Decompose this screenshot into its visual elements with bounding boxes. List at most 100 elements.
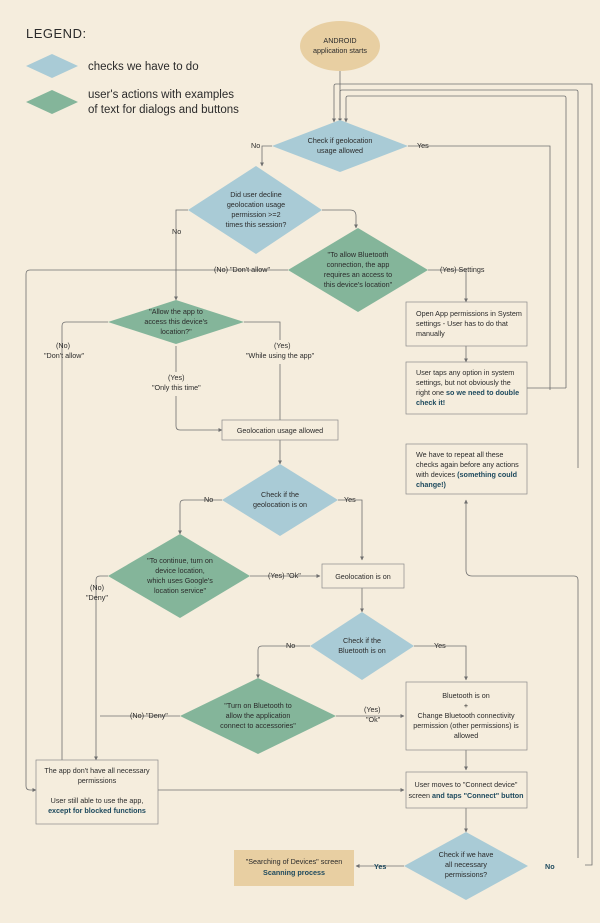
- check-geo-allowed-line-2: usage allowed: [317, 146, 363, 155]
- geo-on-text: Geolocation is on: [335, 572, 391, 581]
- check-geo-on-line-2: geolocation is on: [253, 500, 307, 509]
- connectors: [25, 70, 593, 868]
- searching-bold: Scanning process: [263, 868, 325, 877]
- did-decline-line-3: permission >=2: [231, 210, 280, 219]
- label-no-all-perms: No: [545, 862, 555, 871]
- open-permissions-line-3: manually: [416, 329, 445, 338]
- user-taps-bold-2: check it!: [416, 398, 445, 407]
- to-allow-bt-line-3: requires an access to: [324, 270, 392, 279]
- label-no-dont-allow: (No) "Don't allow": [214, 265, 270, 274]
- check-geo-on-line-1: Check if the: [261, 490, 299, 499]
- svg-text:screen and taps "Connect" butt: screen and taps "Connect" button: [408, 791, 523, 800]
- repeat-checks-line-3: with devices: [415, 470, 456, 479]
- searching-line-1: "Searching of Devices" screen: [246, 857, 343, 866]
- svg-text:right one so we need to double: right one so we need to double: [416, 388, 519, 397]
- action-allow-app: "Allow the app to access this device's l…: [108, 300, 244, 344]
- user-taps-line-1: User taps any option in system: [416, 368, 514, 377]
- user-taps-bold: so we need to double: [446, 388, 519, 397]
- label-yes-bt: (Yes): [364, 705, 381, 714]
- check-all-perms-line-1: Check if we have: [439, 850, 494, 859]
- geolocation-on-box: Geolocation is on: [321, 563, 405, 589]
- no-permissions-line-2: permissions: [78, 776, 117, 785]
- edge-labels: No Yes No (No) "Don't allow" (Yes) Setti…: [44, 141, 555, 871]
- allow-app-line-3: location?": [160, 327, 192, 336]
- bt-on-line-1: Bluetooth is on: [442, 691, 490, 700]
- label-no-deny-bt: (No) "Deny": [130, 711, 168, 720]
- label-yes-only-this-time: (Yes): [168, 373, 185, 382]
- turn-on-location-line-3: which uses Google's: [146, 576, 213, 585]
- label-no-decline: No: [172, 227, 181, 236]
- bt-on-line-3: Change Bluetooth connectivity: [417, 711, 515, 720]
- check-bt-on-line-2: Bluetooth is on: [338, 646, 386, 655]
- label-yes-geo-on: Yes: [344, 495, 356, 504]
- start-line-2: application starts: [313, 46, 367, 55]
- turn-on-bt-line-2: allow the application: [226, 711, 291, 720]
- bt-on-line-2: +: [464, 701, 468, 710]
- did-decline-line-2: geolocation usage: [227, 200, 285, 209]
- no-permissions-line-3: User still able to use the app,: [51, 796, 144, 805]
- legend-action-shape: [26, 90, 78, 114]
- check-geolocation-allowed: Check if geolocation usage allowed: [272, 120, 408, 172]
- action-turn-on-location: "To continue, turn on device location, w…: [108, 534, 250, 618]
- to-allow-bt-line-1: "To allow Bluetooth: [328, 250, 389, 259]
- label-deny-location: "Deny": [86, 593, 108, 602]
- allow-app-line-2: access this device's: [144, 317, 208, 326]
- check-geolocation-on: Check if the geolocation is on: [222, 464, 338, 536]
- check-did-decline: Did user decline geolocation usage permi…: [188, 166, 322, 254]
- turn-on-location-line-2: device location,: [155, 566, 205, 575]
- check-bt-on-line-1: Check if the: [343, 636, 381, 645]
- label-only-this-time: "Only this time": [152, 383, 201, 392]
- check-geo-allowed-line-1: Check if geolocation: [308, 136, 373, 145]
- no-permissions-line-1: The app don't have all necessary: [44, 766, 150, 775]
- start-line-1: ANDROID: [323, 36, 356, 45]
- turn-on-location-line-1: "To continue, turn on: [147, 556, 213, 565]
- label-yes-all-perms: Yes: [374, 862, 386, 871]
- allow-app-line-1: "Allow the app to: [149, 307, 203, 316]
- label-yes-while-using: (Yes): [274, 341, 291, 350]
- open-permissions-line-2: settings - User has to do that: [416, 319, 508, 328]
- label-dont-allow: "Don't allow": [44, 351, 84, 360]
- to-allow-bt-line-2: connection, the app: [327, 260, 390, 269]
- did-decline-line-1: Did user decline: [230, 190, 282, 199]
- geolocation-allowed-box: Geolocation usage allowed: [221, 419, 339, 441]
- repeat-checks-bold: (something could: [457, 470, 517, 479]
- check-all-perms-line-3: permissions?: [445, 870, 487, 879]
- connect-device-line-2: screen: [408, 791, 430, 800]
- bt-on-line-5: allowed: [454, 731, 478, 740]
- turn-on-bt-line-1: "Turn on Bluetooth to: [224, 701, 291, 710]
- svg-text:with devices (something could: with devices (something could: [415, 470, 517, 479]
- action-turn-on-bluetooth: "Turn on Bluetooth to allow the applicat…: [180, 678, 336, 754]
- legend-checks-label: checks we have to do: [88, 61, 199, 73]
- geo-allowed-text: Geolocation usage allowed: [237, 426, 323, 435]
- label-ok-bt: "Ok": [366, 715, 381, 724]
- legend-actions-label-1: user's actions with examples: [88, 89, 234, 101]
- turn-on-bt-line-3: connect to accessories": [220, 721, 296, 730]
- label-yes-geo-allowed: Yes: [417, 141, 429, 150]
- label-no-bt-on: No: [286, 641, 295, 650]
- legend-title: LEGEND:: [26, 26, 87, 41]
- user-taps-box: User taps any option in system settings,…: [405, 361, 528, 415]
- action-to-allow-bluetooth: "To allow Bluetooth connection, the app …: [288, 228, 428, 312]
- no-permissions-box: The app don't have all necessary permiss…: [35, 759, 159, 825]
- open-app-permissions-box: Open App permissions in System settings …: [405, 301, 528, 347]
- no-permissions-bold: except for blocked functions: [48, 806, 146, 815]
- user-taps-line-3: right one: [416, 388, 444, 397]
- label-no-allow-app: (No): [56, 341, 70, 350]
- connect-device-box: User moves to "Connect device" screen an…: [405, 771, 528, 809]
- bt-on-line-4: permission (other permissions) is: [413, 721, 519, 730]
- check-all-permissions: Check if we have all necessary permissio…: [404, 832, 528, 900]
- user-taps-line-2: settings, but not obviously the: [416, 378, 511, 387]
- label-yes-settings: (Yes) Settings: [440, 265, 485, 274]
- legend: LEGEND: checks we have to do user's acti…: [26, 26, 239, 116]
- legend-check-shape: [26, 54, 78, 78]
- searching-devices-box: "Searching of Devices" screen Scanning p…: [234, 850, 354, 886]
- check-all-perms-line-2: all necessary: [445, 860, 487, 869]
- bluetooth-on-box: Bluetooth is on + Change Bluetooth conne…: [405, 681, 528, 751]
- label-no-geo-allowed: No: [251, 141, 260, 150]
- to-allow-bt-line-4: this device's location": [324, 280, 393, 289]
- label-no-geo-on: No: [204, 495, 213, 504]
- start-node: ANDROID application starts: [300, 21, 380, 71]
- did-decline-line-4: times this session?: [226, 220, 287, 229]
- repeat-checks-box: We have to repeat all these checks again…: [405, 443, 528, 495]
